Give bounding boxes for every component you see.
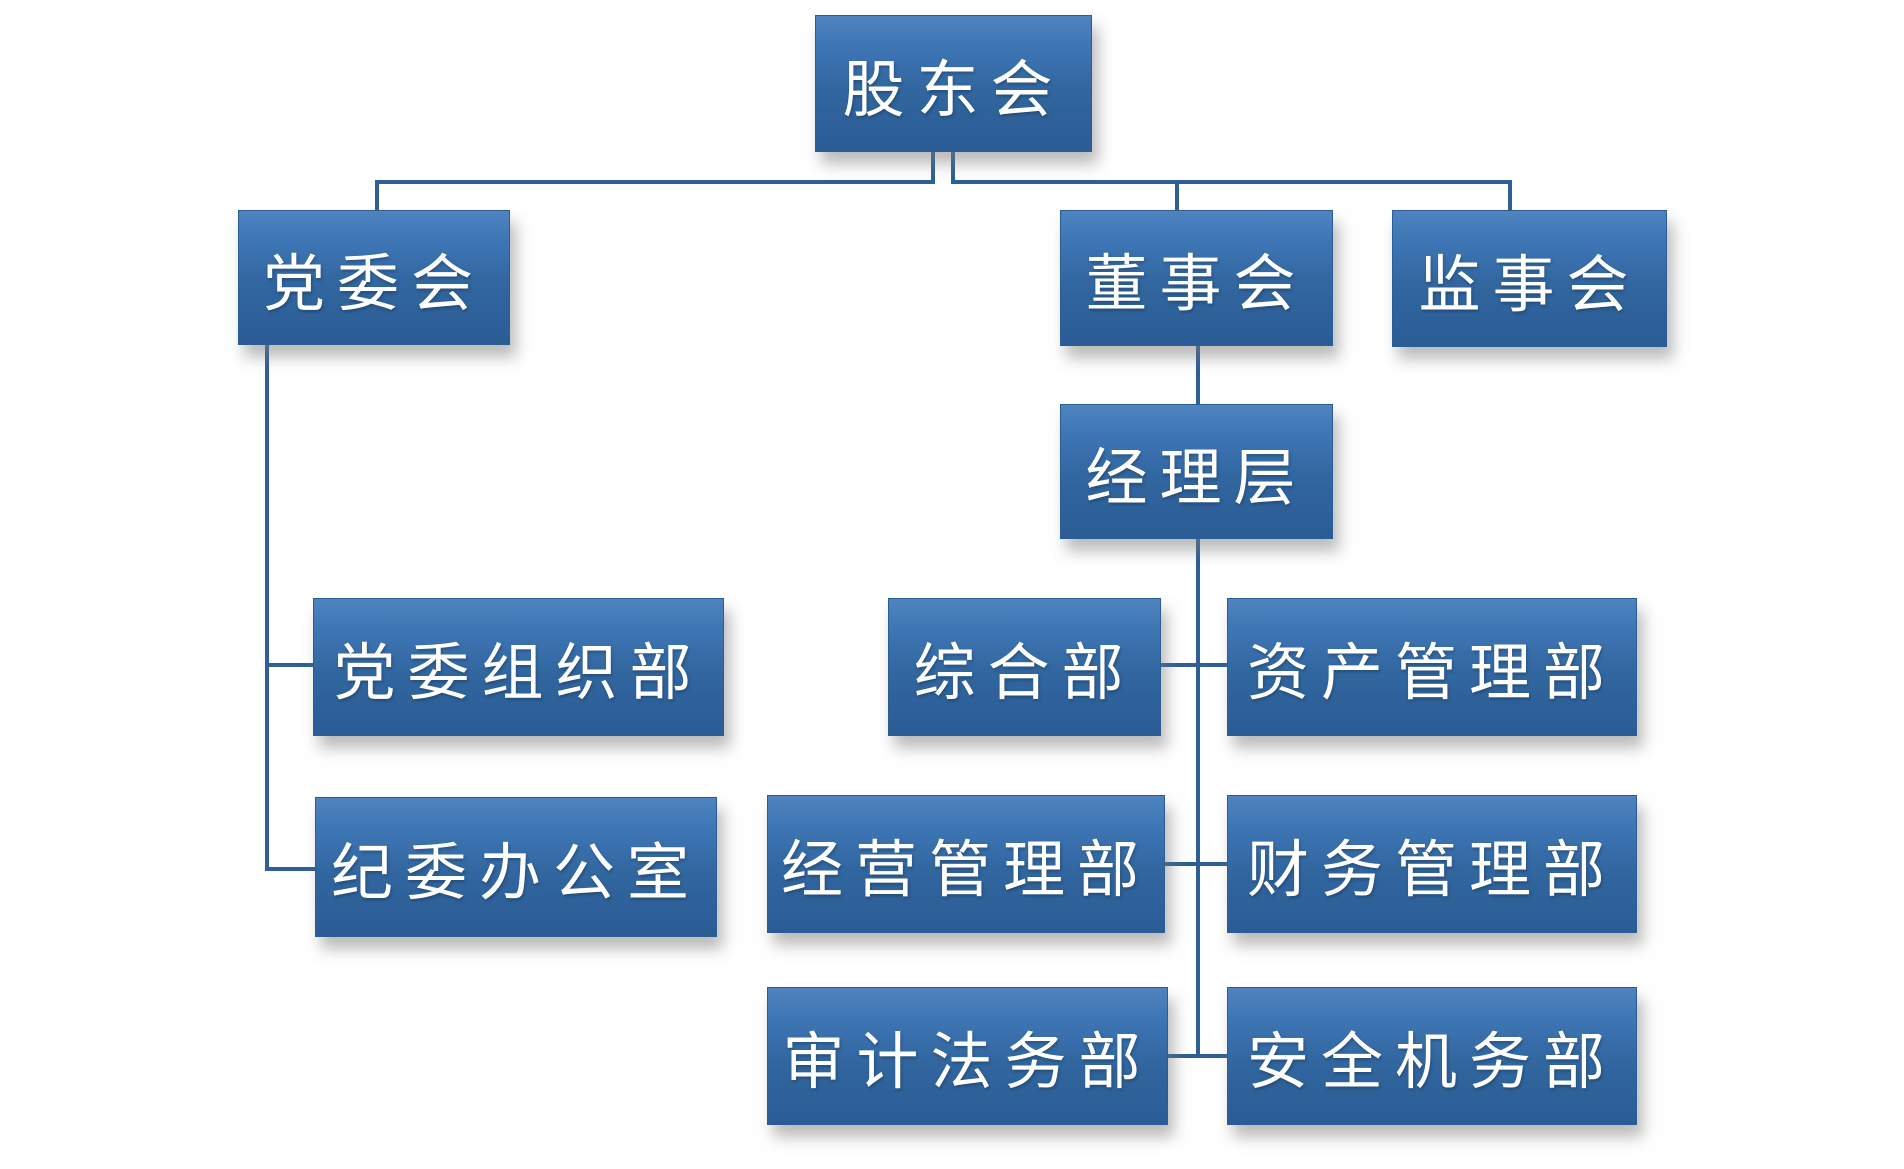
connector-drop-board-of-directors [1175,180,1179,212]
org-node-party-committee: 党委会 [238,210,510,345]
org-node-asset-management-dept: 资产管理部 [1227,598,1637,736]
connector-drop-supervisory-board [1508,180,1512,212]
org-node-discipline-office: 纪委办公室 [315,797,717,937]
org-node-safety-aircraft-dept: 安全机务部 [1227,987,1637,1125]
connector-stub-general-asset [1159,663,1229,667]
connector-drop-party-committee [375,180,379,212]
org-node-operations-management-dept: 经营管理部 [767,795,1165,933]
org-node-party-organization-dept: 党委组织部 [313,598,724,736]
connector-stub-party-organization [265,663,315,667]
connector-shareholders-right-vertical [951,152,955,184]
connector-rail-right [951,180,1512,184]
connector-rail-left [375,180,935,184]
org-node-general-dept: 综合部 [888,598,1161,736]
org-node-board-of-directors: 董事会 [1060,210,1333,346]
org-node-shareholders-meeting: 股东会 [815,15,1092,152]
connector-center-spine [1196,539,1200,1058]
connector-left-spine [265,345,269,871]
connector-stub-audit-safety [1166,1054,1229,1058]
org-node-audit-legal-dept: 审计法务部 [767,987,1168,1125]
org-node-finance-management-dept: 财务管理部 [1227,795,1637,933]
connector-board-to-management [1196,346,1200,406]
org-node-supervisory-board: 监事会 [1392,210,1667,347]
connector-stub-operations-finance [1163,862,1229,866]
org-node-management-team: 经理层 [1060,404,1333,539]
connector-shareholders-left-vertical [931,152,935,184]
connector-stub-discipline-office [265,867,317,871]
